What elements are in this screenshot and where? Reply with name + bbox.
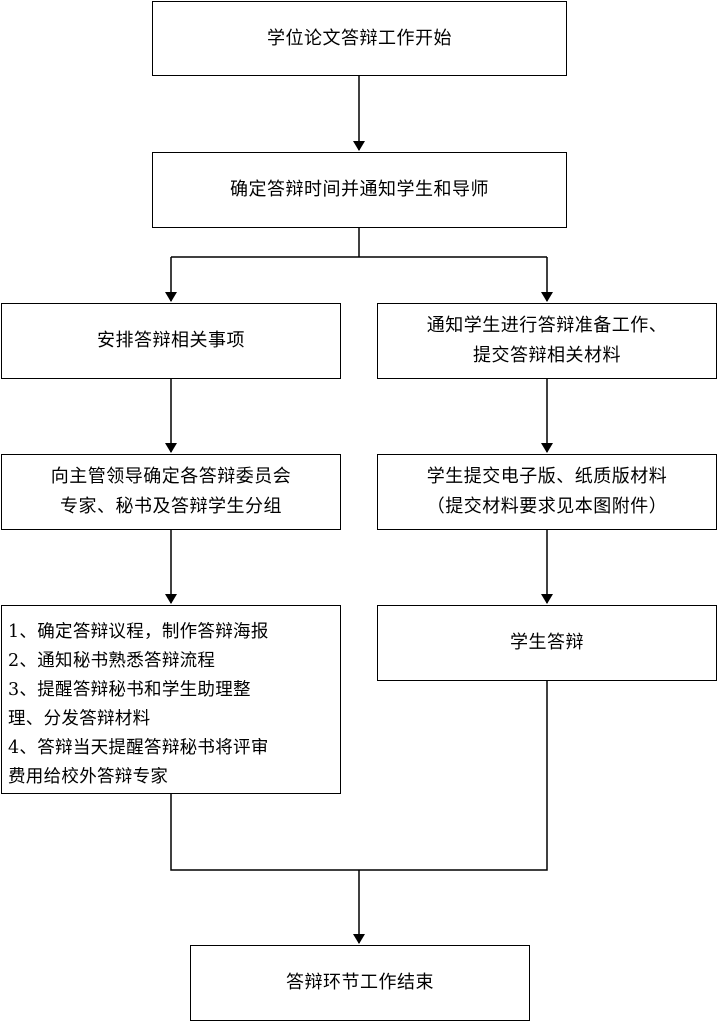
confirm-line-1: 向主管领导确定各答辩委员会 <box>50 466 292 487</box>
submit-line-2: （提交材料要求见本图附件） <box>426 496 668 517</box>
notify-prepare-box: 通知学生进行答辩准备工作、 提交答辩相关材料 <box>377 303 717 379</box>
end-label: 答辩环节工作结束 <box>286 972 434 993</box>
start-box: 学位论文答辩工作开始 <box>152 1 567 76</box>
notify-box: 确定答辩时间并通知学生和导师 <box>152 152 567 228</box>
arrange-label: 安排答辩相关事项 <box>97 330 245 351</box>
notify-label: 确定答辩时间并通知学生和导师 <box>230 179 489 200</box>
end-box: 答辩环节工作结束 <box>190 945 530 1021</box>
confirm-line-2: 专家、秘书及答辩学生分组 <box>60 496 282 517</box>
tasks-box: 1、确定答辩议程，制作答辩海报 2、通知秘书熟悉答辩流程 3、提醒答辩秘书和学生… <box>1 605 341 794</box>
arrow-notify-to-branches <box>171 228 547 258</box>
notify-prepare-line-2: 提交答辩相关材料 <box>473 345 621 366</box>
arrange-box: 安排答辩相关事项 <box>1 303 341 379</box>
defense-box: 学生答辩 <box>377 605 717 681</box>
start-label: 学位论文答辩工作开始 <box>267 27 452 49</box>
task-line-3: 3、提醒答辩秘书和学生助理整 <box>8 680 251 700</box>
notify-prepare-line-1: 通知学生进行答辩准备工作、 <box>426 315 668 336</box>
task-line-4: 理、分发答辩材料 <box>8 709 151 729</box>
submit-box: 学生提交电子版、纸质版材料 （提交材料要求见本图附件） <box>377 454 717 530</box>
task-line-5: 4、答辩当天提醒答辩秘书将评审 <box>8 738 269 758</box>
task-line-6: 费用给校外答辩专家 <box>8 767 169 787</box>
task-line-1: 1、确定答辩议程，制作答辩海报 <box>8 622 269 642</box>
submit-line-1: 学生提交电子版、纸质版材料 <box>426 466 668 487</box>
task-line-2: 2、通知秘书熟悉答辩流程 <box>8 651 216 671</box>
defense-label: 学生答辩 <box>510 632 584 653</box>
confirm-box: 向主管领导确定各答辩委员会 专家、秘书及答辩学生分组 <box>1 454 341 530</box>
